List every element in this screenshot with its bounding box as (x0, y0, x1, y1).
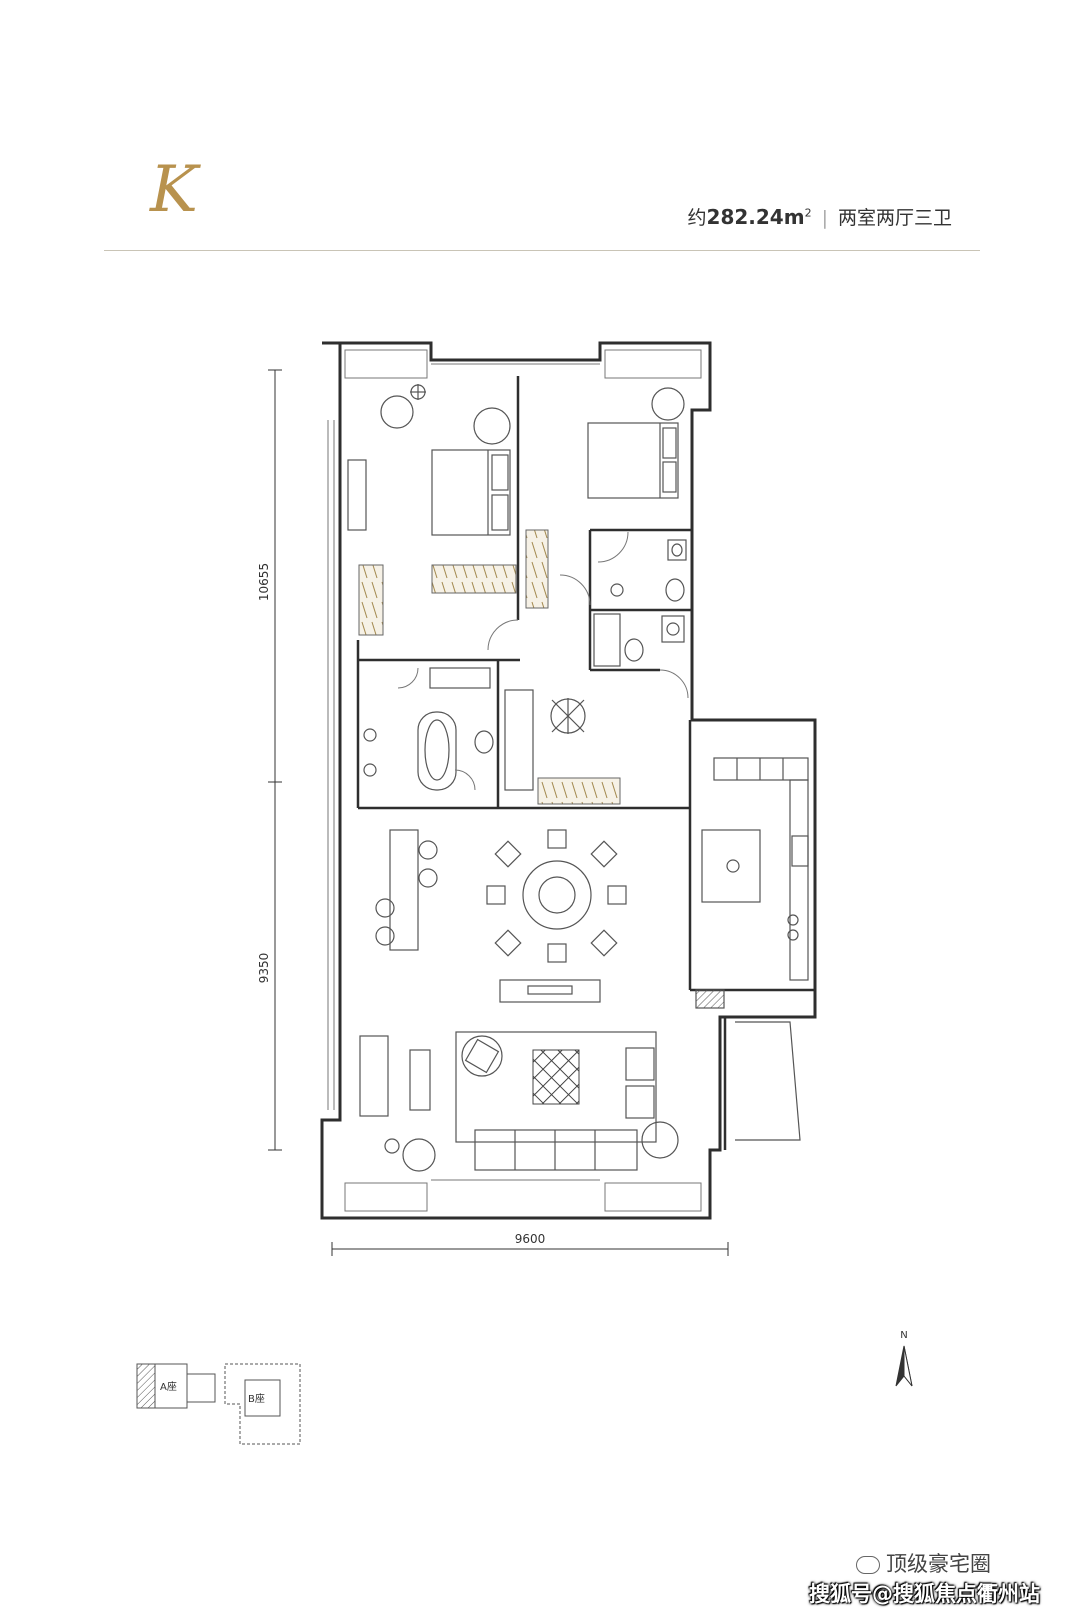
north-arrow-icon (895, 1345, 913, 1387)
area-unit-sup: 2 (804, 206, 812, 220)
layout-label: 两室两厅三卫 (837, 207, 952, 229)
shower-drain (610, 583, 624, 597)
unit-type-letter: K (150, 153, 198, 227)
lounge-chair (380, 395, 414, 429)
bathtub (417, 711, 457, 791)
keyplan-building-a: A座 (160, 1380, 177, 1393)
bedroom-2 (587, 387, 685, 499)
keyplan-building-b: B座 (248, 1392, 265, 1405)
living-rug (455, 1031, 657, 1143)
toilet (665, 578, 685, 602)
unit-spec: 约282.24m2 | 两室两厅三卫 (688, 203, 952, 230)
sofa (474, 1129, 638, 1171)
desk (347, 459, 367, 531)
key-plan (136, 1363, 301, 1445)
tv-cabinet (499, 979, 601, 1003)
basin-2 (363, 763, 377, 777)
dim-bottom-depth: 9350 (257, 953, 271, 984)
dining-area (375, 829, 627, 963)
bedroom-1 (347, 384, 511, 536)
bar-counter (389, 829, 419, 951)
exterior-walls (320, 341, 817, 1220)
wardrobe-2 (525, 529, 549, 609)
door-swings (397, 531, 689, 791)
side-table (473, 407, 511, 445)
bathroom-1 (363, 667, 534, 791)
north-label: N (900, 1330, 907, 1341)
wardrobe-1 (431, 564, 517, 594)
bed-double-2 (587, 422, 679, 499)
brand-logo: K (150, 158, 240, 228)
shoe-cabinet (537, 777, 621, 805)
bed-double (431, 449, 511, 536)
foyer (550, 698, 586, 734)
study-chair (402, 1138, 436, 1172)
dim-width: 9600 (515, 1232, 546, 1246)
study-desk (359, 1035, 389, 1117)
kitchen-island (701, 829, 761, 903)
source-footer: 搜狐号@搜狐焦点衢州站 (809, 1582, 1040, 1606)
wechat-watermark: 顶级豪宅圈 (856, 1548, 991, 1578)
spec-separator: | (821, 207, 828, 229)
header-rule (104, 250, 980, 251)
wechat-icon (856, 1556, 880, 1574)
watermark-account: 顶级豪宅圈 (886, 1552, 991, 1576)
dim-top-depth: 10655 (257, 563, 271, 601)
round-dining-table (522, 860, 592, 930)
dimension-lines (268, 369, 729, 1256)
armchair (461, 1035, 503, 1077)
area-value: 282.24m (706, 205, 805, 229)
balcony (695, 989, 801, 1141)
facade-windows (327, 349, 702, 1212)
basin-1 (363, 728, 377, 742)
bathroom-2 (593, 539, 687, 667)
toilet-2 (474, 730, 494, 754)
kitchen (701, 757, 809, 981)
area-prefix: 约 (687, 207, 707, 229)
coffee-table (532, 1049, 580, 1105)
living-room (359, 979, 679, 1172)
side-table-2 (651, 387, 685, 421)
wardrobe-3 (358, 564, 384, 636)
